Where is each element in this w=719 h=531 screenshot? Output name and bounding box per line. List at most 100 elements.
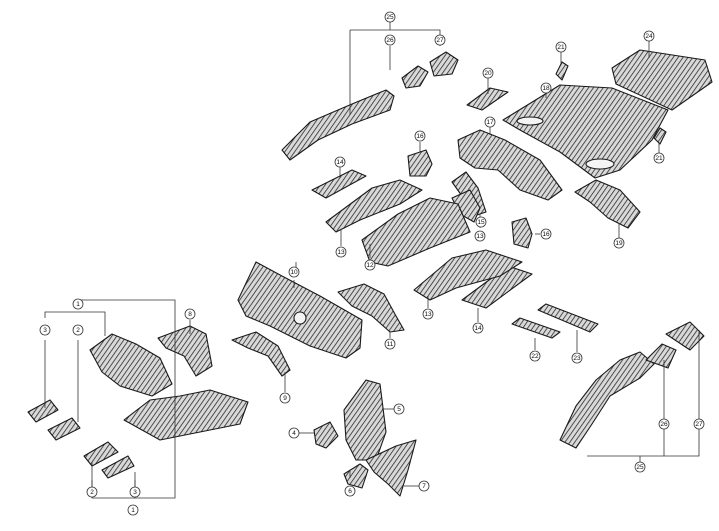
part-23-rail (537, 303, 599, 333)
part-16-upper-bracket (407, 149, 433, 177)
callout-13-lower-label: 13 (424, 311, 432, 318)
callouts: 1 1 2 2 3 3 4 5 6 7 8 9 10 11 12 13 13 1… (39, 11, 705, 516)
callout-20-label: 20 (484, 70, 492, 77)
part-21-clip-bottom (653, 127, 667, 145)
part-27-bracket (429, 51, 459, 77)
callout-26-bottom: 26 (658, 418, 670, 430)
part-25-upper-side-member (281, 89, 395, 161)
callout-1-top: 1 (72, 298, 84, 310)
callout-15-label: 15 (477, 219, 485, 226)
part-6-bracket (343, 463, 369, 489)
part-27-rear-bracket (665, 321, 705, 351)
callout-14-lower: 14 (472, 322, 484, 334)
callout-23-label: 23 (573, 355, 581, 362)
callout-16-upper-label: 16 (416, 133, 424, 140)
part-21-clip-top (555, 61, 569, 81)
callout-8-label: 8 (188, 311, 192, 318)
callout-18: 18 (540, 82, 552, 94)
callout-14-upper: 14 (334, 156, 346, 168)
callout-13-mid-label: 13 (476, 233, 484, 240)
callout-6: 6 (344, 485, 356, 497)
callout-13-lower: 13 (422, 308, 434, 320)
callout-17: 17 (484, 116, 496, 128)
callout-27-top-label: 27 (436, 37, 444, 44)
part-26-bracket (401, 65, 429, 89)
callout-19-label: 19 (615, 240, 623, 247)
part-3-bracket-lower (101, 455, 135, 479)
callout-9-label: 9 (283, 395, 287, 402)
part-4-gusset (313, 421, 339, 449)
callout-8: 8 (184, 308, 196, 320)
part-2-bracket-lower (83, 441, 119, 467)
callout-14-lower-label: 14 (474, 325, 482, 332)
callout-25-top: 25 (384, 11, 396, 23)
callout-11: 11 (384, 338, 396, 350)
part-24-rear-panel (611, 49, 713, 111)
callout-12-label: 12 (366, 262, 374, 269)
part-14-cross-member-upper (311, 169, 367, 199)
callout-7: 7 (418, 480, 430, 492)
part-11-cowl-brace (337, 283, 405, 333)
part-17-rear-wheelhouse (457, 129, 563, 201)
part-22-rail (511, 317, 561, 339)
callout-13-upper: 13 (335, 246, 347, 258)
callout-1-top-label: 1 (76, 301, 80, 308)
leader-lines (44, 22, 700, 499)
callout-2-bottom-label: 2 (90, 489, 94, 496)
callout-14-upper-label: 14 (336, 159, 344, 166)
callout-22: 22 (529, 350, 541, 362)
callout-3-bottom-label: 3 (133, 489, 137, 496)
callout-21-bottom: 21 (653, 152, 665, 164)
callout-13-upper-label: 13 (337, 249, 345, 256)
callout-22-label: 22 (531, 353, 539, 360)
callout-3-top: 3 (39, 324, 51, 336)
callout-3-bottom: 3 (129, 486, 141, 498)
callout-16-lower-label: 16 (542, 231, 550, 238)
callout-4-label: 4 (292, 430, 296, 437)
part-8-apron-reinforcement (157, 325, 213, 377)
callout-21-bottom-label: 21 (655, 155, 663, 162)
part-1-front-side-member-lower (123, 389, 249, 441)
callout-9: 9 (279, 392, 291, 404)
part-13-floor-member-upper (325, 179, 423, 233)
part-10-dash-panel (237, 261, 363, 359)
callout-23: 23 (571, 352, 583, 364)
callout-16-lower: 16 (540, 228, 552, 240)
callout-25-bottom: 25 (634, 461, 646, 473)
callout-15: 15 (475, 216, 487, 228)
callout-26-top: 26 (384, 34, 396, 46)
callout-7-label: 7 (422, 483, 426, 490)
part-3-bracket-upper (27, 399, 59, 423)
callout-10-label: 10 (290, 269, 298, 276)
callout-24-label: 24 (645, 33, 653, 40)
callout-21-top-label: 21 (557, 44, 565, 51)
callout-13-mid: 13 (474, 230, 486, 242)
callout-16-upper: 16 (414, 130, 426, 142)
callout-1-bottom: 1 (127, 504, 139, 516)
part-18-rear-floor-pan (502, 84, 669, 179)
callout-2-top-label: 2 (76, 327, 80, 334)
callout-27-top: 27 (434, 34, 446, 46)
callout-27-bottom: 27 (693, 418, 705, 430)
callout-24: 24 (643, 30, 655, 42)
callout-26-top-label: 26 (386, 37, 394, 44)
callout-26-bottom-label: 26 (660, 421, 668, 428)
part-1-front-side-member-upper (89, 333, 173, 397)
callout-1-bottom-label: 1 (131, 507, 135, 514)
part-16-lower-bracket (511, 217, 533, 249)
callout-18-label: 18 (542, 85, 550, 92)
callout-5-label: 5 (397, 406, 401, 413)
part-13-floor-member-lower (413, 249, 523, 301)
callout-19: 19 (613, 237, 625, 249)
callout-3-top-label: 3 (43, 327, 47, 334)
callout-17-label: 17 (486, 119, 494, 126)
callout-2-top: 2 (72, 324, 84, 336)
part-7-pillar-lower (365, 439, 417, 497)
part-25-rear-side-assembly (559, 351, 655, 449)
callout-5: 5 (393, 403, 405, 415)
callout-10: 10 (288, 266, 300, 278)
callout-20: 20 (482, 67, 494, 79)
callout-4: 4 (288, 427, 300, 439)
part-20-bracket (466, 87, 509, 111)
